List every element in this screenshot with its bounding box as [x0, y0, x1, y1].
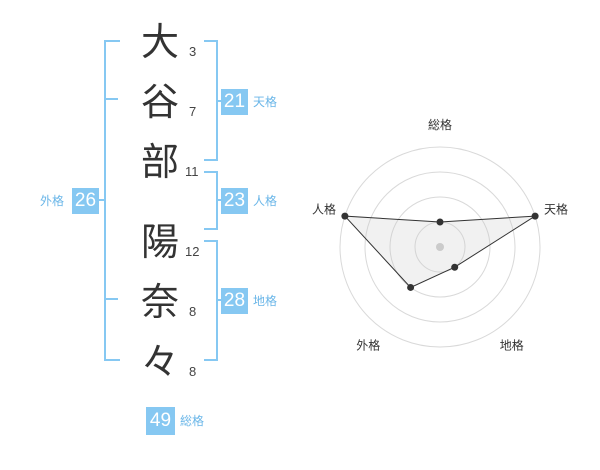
name-char-6: 々 — [140, 340, 179, 384]
gaikaku-label: 外格 — [40, 194, 65, 208]
jinkaku-bracket-tick — [216, 199, 222, 201]
radar-point — [407, 283, 415, 291]
tenkaku-bracket-tick — [216, 100, 222, 102]
radar-point — [531, 212, 539, 220]
chikaku-label: 地格 — [253, 294, 278, 308]
name-char-4: 陽 — [140, 220, 179, 264]
radar-axis-label: 総格 — [428, 117, 452, 132]
stroke-count-1: 3 — [189, 44, 197, 59]
name-char-3: 部 — [140, 140, 179, 184]
radar-polygon — [343, 215, 536, 289]
stroke-count-4: 12 — [185, 244, 200, 259]
stroke-count-2: 7 — [189, 104, 197, 119]
chikaku-bracket-tick — [216, 299, 222, 301]
gaikaku-value: 26 — [72, 188, 99, 214]
radar-center-dot — [436, 243, 444, 251]
stroke-count-5: 8 — [189, 304, 197, 319]
radar-ring — [389, 196, 491, 298]
radar-polygon-group — [343, 215, 536, 289]
radar-axis-label: 天格 — [544, 201, 568, 216]
gaikaku-bracket-tick — [98, 199, 106, 201]
stroke-count-6: 8 — [189, 364, 197, 379]
radar-ring — [339, 146, 541, 348]
name-char-1: 大 — [140, 20, 179, 64]
radar-axis-label: 外格 — [356, 338, 380, 353]
tenkaku-value: 21 — [221, 89, 248, 115]
radar-ring — [364, 171, 516, 323]
name-char-5: 奈 — [140, 280, 179, 324]
radar-points — [341, 212, 539, 291]
jinkaku-label: 人格 — [253, 194, 278, 208]
gaikaku-bracket-divider — [104, 98, 118, 100]
soukaku-label: 総格 — [180, 414, 205, 428]
jinkaku-value: 23 — [221, 188, 248, 214]
radar-point — [436, 218, 444, 226]
soukaku-value: 49 — [146, 407, 175, 435]
radar-axis-label: 人格 — [312, 201, 336, 216]
radar-point — [341, 212, 349, 220]
gaikaku-bracket-divider — [104, 298, 118, 300]
tenkaku-label: 天格 — [253, 95, 278, 109]
stroke-count-3: 11 — [185, 164, 199, 179]
chikaku-value: 28 — [221, 288, 248, 314]
name-char-2: 谷 — [140, 80, 179, 124]
radar-axis-label: 地格 — [500, 338, 524, 353]
radar-point — [451, 263, 459, 271]
